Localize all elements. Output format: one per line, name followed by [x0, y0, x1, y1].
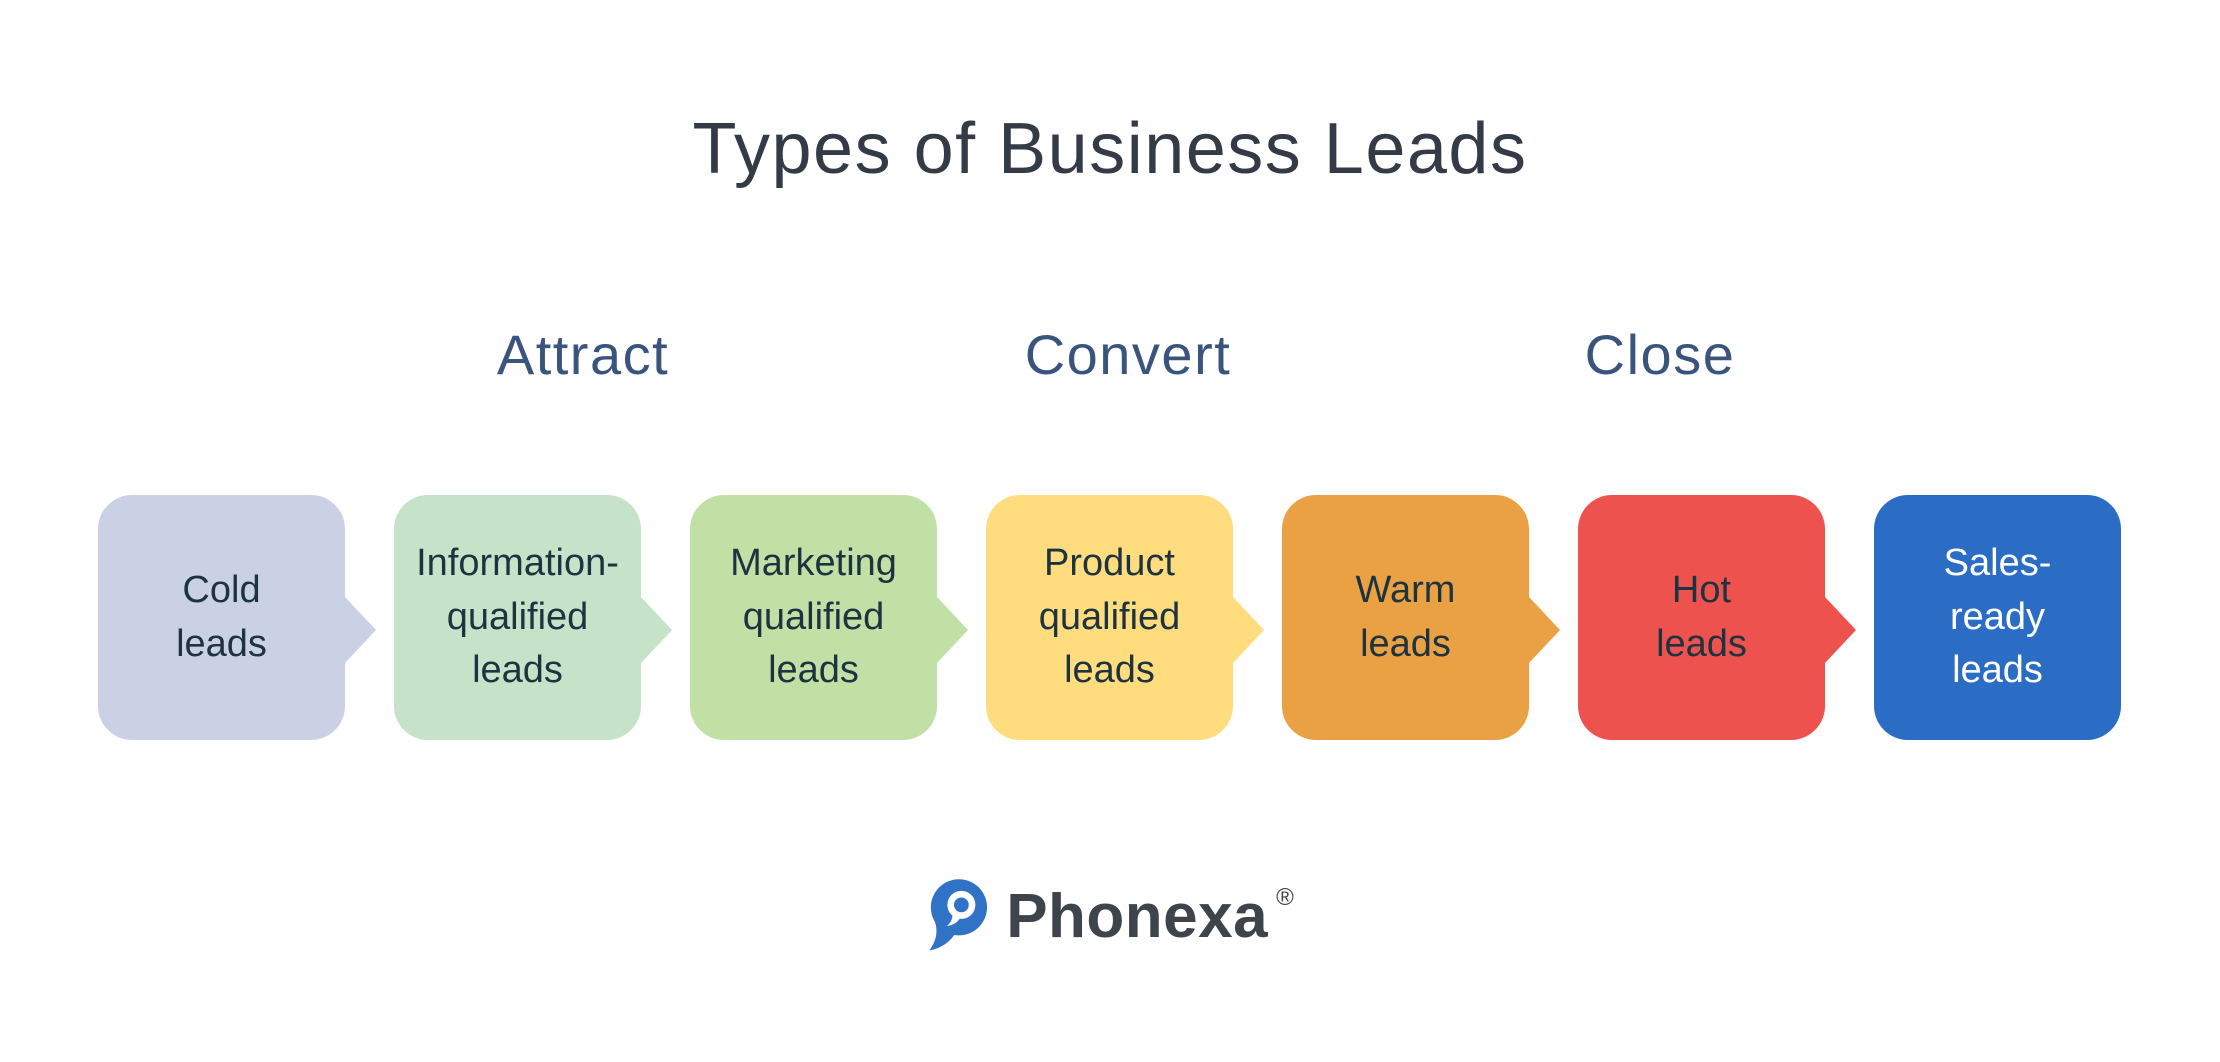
phonexa-logo-icon — [929, 879, 988, 951]
lead-box-hot-leads: Hot leads — [1578, 495, 1825, 740]
lead-box-information-qualified-leads: Information- qualified leads — [394, 495, 641, 740]
lead-box-label: Warm leads — [1355, 568, 1456, 665]
lead-box-warm-leads: Warm leads — [1282, 495, 1529, 740]
lead-box-label: Hot leads — [1656, 568, 1747, 665]
lead-box-cold-leads: Cold leads — [98, 495, 345, 740]
lead-box-product-qualified-leads: Product qualified leads — [986, 495, 1233, 740]
lead-box-label: Marketing qualified leads — [730, 541, 897, 692]
registered-trademark-symbol: ® — [1276, 884, 1294, 911]
brand-name: Phonexa — [1006, 881, 1269, 951]
stage-label-attract: Attract — [496, 323, 670, 386]
page-title: Types of Business Leads — [692, 109, 1528, 189]
stage-label-close: Close — [1584, 323, 1736, 386]
lead-box-label: Sales- ready leads — [1943, 541, 2052, 692]
lead-box-label: Information- qualified leads — [416, 541, 619, 692]
lead-box-label: Product qualified leads — [1038, 541, 1181, 692]
stage-label-convert: Convert — [1024, 323, 1232, 386]
lead-box-marketing-qualified-leads: Marketing qualified leads — [690, 495, 937, 740]
lead-flow: Cold leads Information- qualified leads … — [98, 495, 2121, 740]
brand-footer: Phonexa ® — [0, 878, 2220, 954]
lead-box-label: Cold leads — [176, 568, 267, 665]
lead-box-sales-ready-leads: Sales- ready leads — [1874, 495, 2121, 740]
